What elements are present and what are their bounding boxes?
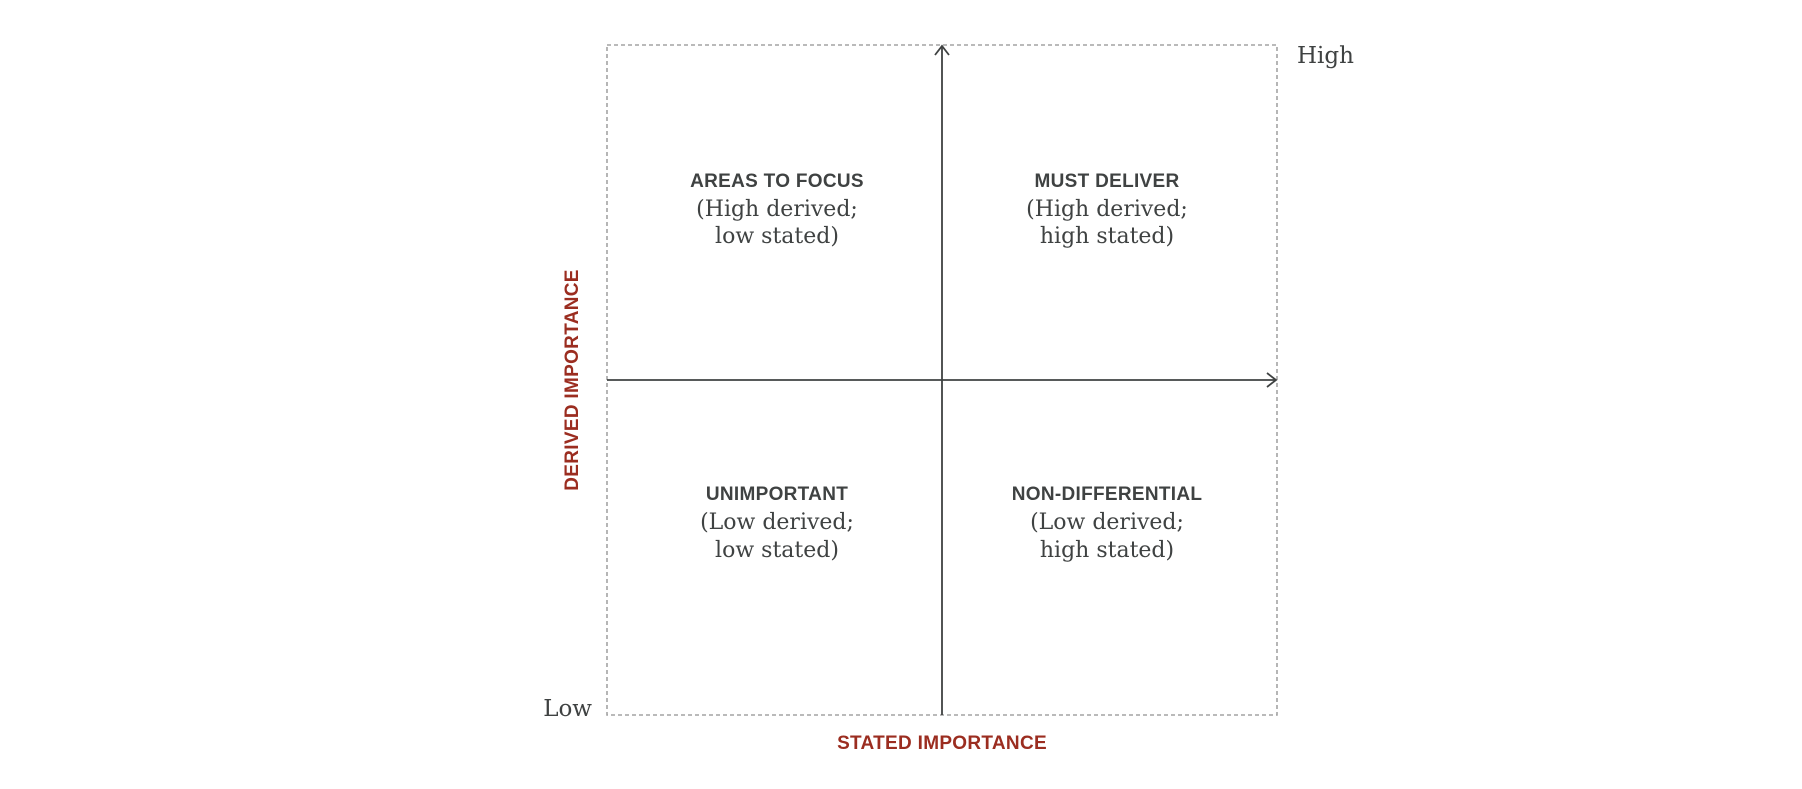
quadrant-description-line-1: (Low derived; (700, 510, 854, 535)
horizontal-axis-arrowhead (1266, 372, 1278, 388)
y-axis-title: DERIVED IMPORTANCE (562, 269, 583, 490)
quadrant-description-line-2: high stated) (1040, 538, 1174, 563)
quadrant-bottom-left: UNIMPORTANT (Low derived; low stated) (700, 484, 854, 563)
quadrant-description-line-2: high stated) (1040, 224, 1174, 249)
quadrant-description-line-1: (Low derived; (1030, 510, 1184, 535)
quadrant-title: AREAS TO FOCUS (690, 171, 864, 192)
quadrant-bottom-right: NON-DIFFERENTIAL (Low derived; high stat… (1012, 484, 1203, 563)
quadrant-description-line-2: low stated) (715, 538, 839, 563)
quadrant-description-line-1: (High derived; (696, 197, 858, 222)
quadrant-title: MUST DELIVER (1034, 171, 1179, 192)
x-axis-title: STATED IMPORTANCE (837, 733, 1047, 754)
high-label: High (1297, 43, 1354, 69)
quadrant-top-left: AREAS TO FOCUS (High derived; low stated… (690, 171, 864, 249)
low-label: Low (543, 696, 592, 722)
quadrant-description-line-1: (High derived; (1026, 197, 1188, 222)
quadrant-title: UNIMPORTANT (706, 484, 848, 505)
vertical-axis-arrowhead (934, 44, 950, 56)
quadrant-title: NON-DIFFERENTIAL (1012, 484, 1203, 505)
quadrant-description-line-2: low stated) (715, 224, 839, 249)
quadrant-top-right: MUST DELIVER (High derived; high stated) (1026, 171, 1188, 249)
